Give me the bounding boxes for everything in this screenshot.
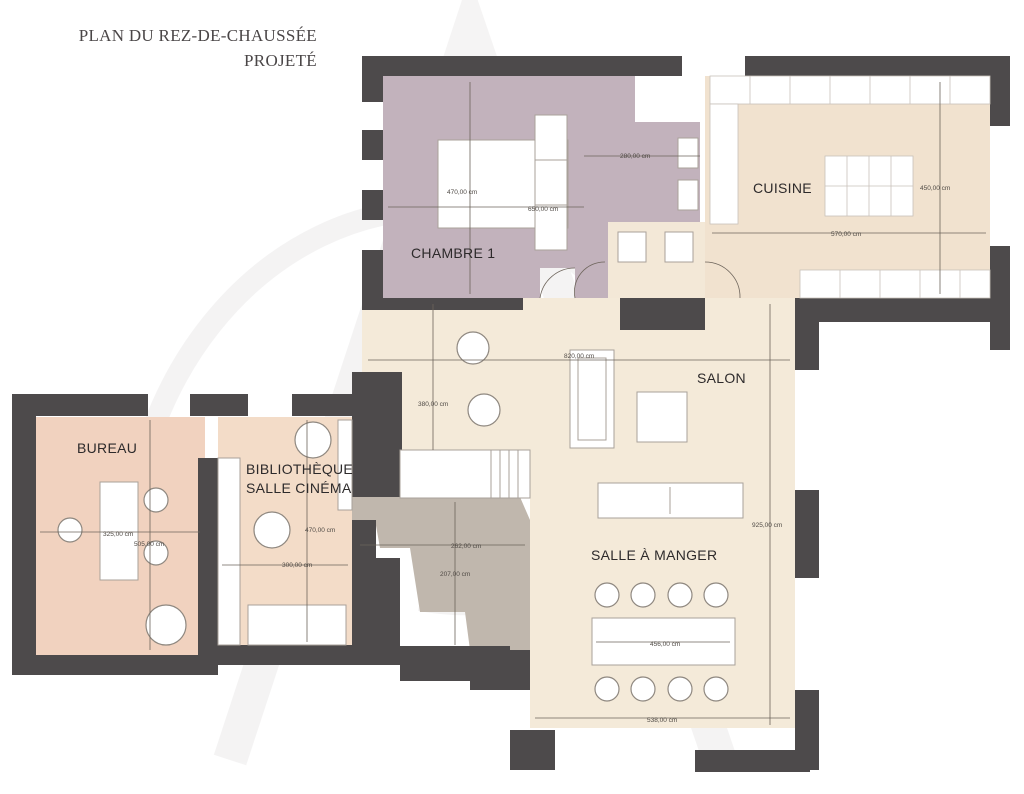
plan-title: PLAN DU REZ-DE-CHAUSSÉE: [78, 26, 317, 45]
room-label-cuisine: CUISINE: [753, 180, 812, 196]
desk: [99, 481, 139, 581]
plan-subtitle: PROJETÉ: [244, 51, 317, 70]
dimension-lines: [40, 82, 986, 725]
kitchen-counter-top: [709, 75, 991, 225]
reading-chair: [145, 604, 187, 646]
corridor-floor: [352, 497, 530, 650]
sink: [677, 137, 699, 169]
dim-biblio-height: 470,00 cm: [305, 527, 335, 534]
cinema-sofa: [247, 604, 347, 646]
toilet-left: [617, 231, 647, 263]
room-label-bibliotheque: BIBLIOTHÈQUE: [246, 461, 353, 477]
dim-salon-width: 820,00 cm: [564, 353, 594, 360]
dim-salon-height: 380,00 cm: [418, 401, 448, 408]
armchair: [467, 393, 501, 427]
toilet-right: [664, 231, 694, 263]
office-chair: [57, 517, 83, 543]
dim-dining-width: 538,00 cm: [647, 717, 677, 724]
room-label-salle-a-manger: SALLE À MANGER: [591, 547, 717, 563]
armchair: [294, 421, 332, 459]
shower: [677, 179, 699, 211]
dim-bureau-width: 325,00 cm: [103, 531, 133, 538]
dim-chambre-width: 650,00 cm: [528, 206, 558, 213]
wardrobe: [534, 114, 568, 251]
bookshelf: [217, 457, 241, 646]
dining-table: [591, 617, 736, 666]
kitchen-island: [824, 155, 914, 217]
room-label-chambre: CHAMBRE 1: [411, 245, 495, 261]
desk-chair: [143, 487, 169, 513]
armchair: [253, 511, 291, 549]
dim-biblio-width: 300,00 cm: [282, 562, 312, 569]
kitchen-counter-bottom: [799, 269, 991, 299]
dim-bureau-height: 505,00 cm: [134, 541, 164, 548]
dim-corridor-height: 207,00 cm: [440, 571, 470, 578]
coffee-table: [636, 391, 688, 443]
dim-cuisine-width: 570,00 cm: [831, 231, 861, 238]
dim-chambre-height: 470,00 cm: [447, 189, 477, 196]
dim-chambre-bath: 280,00 cm: [620, 153, 650, 160]
dim-cuisine-height: 450,00 cm: [920, 185, 950, 192]
walls: [12, 56, 1010, 772]
room-label-salon: SALON: [697, 370, 746, 386]
dim-table-length: 456,00 cm: [650, 641, 680, 648]
room-label-bureau: BUREAU: [77, 440, 137, 456]
dim-corridor-width: 262,00 cm: [451, 543, 481, 550]
stairs: [399, 449, 531, 499]
dining-chairs-top: [594, 582, 729, 608]
dim-dining-height: 925,00 cm: [752, 522, 782, 529]
armchair: [456, 331, 490, 365]
dining-chairs-bottom: [594, 676, 729, 702]
room-label-salle-cinema: SALLE CINÉMA: [246, 480, 352, 496]
